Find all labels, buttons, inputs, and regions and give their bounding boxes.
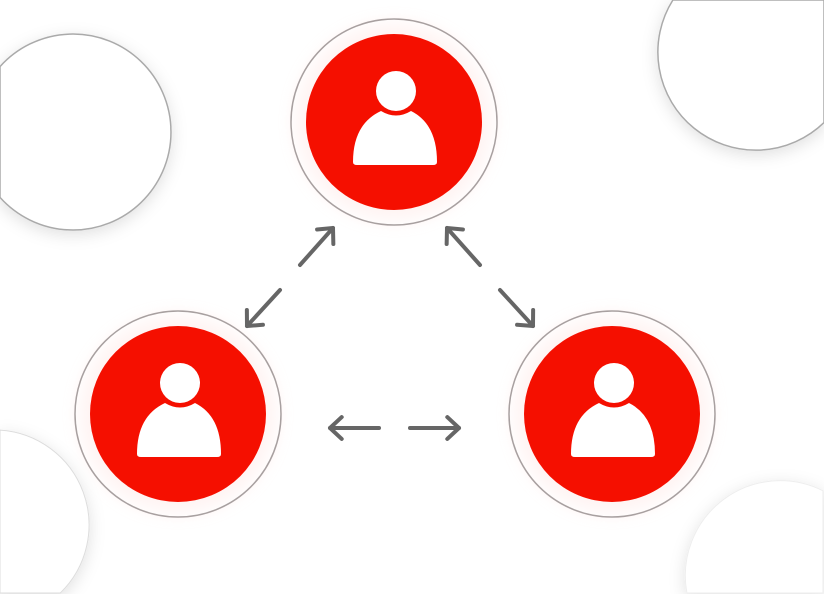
arrow-icon [328,415,381,441]
user-icon-head [376,71,416,111]
arrow-shaft [445,226,482,267]
arrow-icon [408,415,461,441]
user-node-right [508,310,716,518]
arrow-shaft [298,226,335,267]
arrow-head [444,226,465,246]
decor-circle [0,33,172,231]
arrow-icon [444,226,482,267]
arrow-head [315,226,336,246]
arrow-head [244,308,265,328]
user-icon [571,363,655,457]
arrow-head [445,415,461,441]
arrow-icon [298,226,336,267]
user-icon-head [160,363,200,403]
user-icon-body [353,111,437,165]
arrow-shaft [498,288,535,328]
arrow-shaft [245,288,282,328]
decor-circle [684,480,824,594]
decor-circle [0,429,90,594]
user-node-top [290,18,498,226]
arrow-head [515,308,536,328]
user-icon [137,363,221,457]
user-node-left [74,310,282,518]
arrow-icon [244,288,282,328]
user-icon-body [571,403,655,457]
arrow-icon [498,288,536,328]
user-icon [353,71,437,165]
arrow-head [328,415,344,441]
decor-circle [657,0,824,151]
user-icon-head [594,363,634,403]
user-icon-body [137,403,221,457]
